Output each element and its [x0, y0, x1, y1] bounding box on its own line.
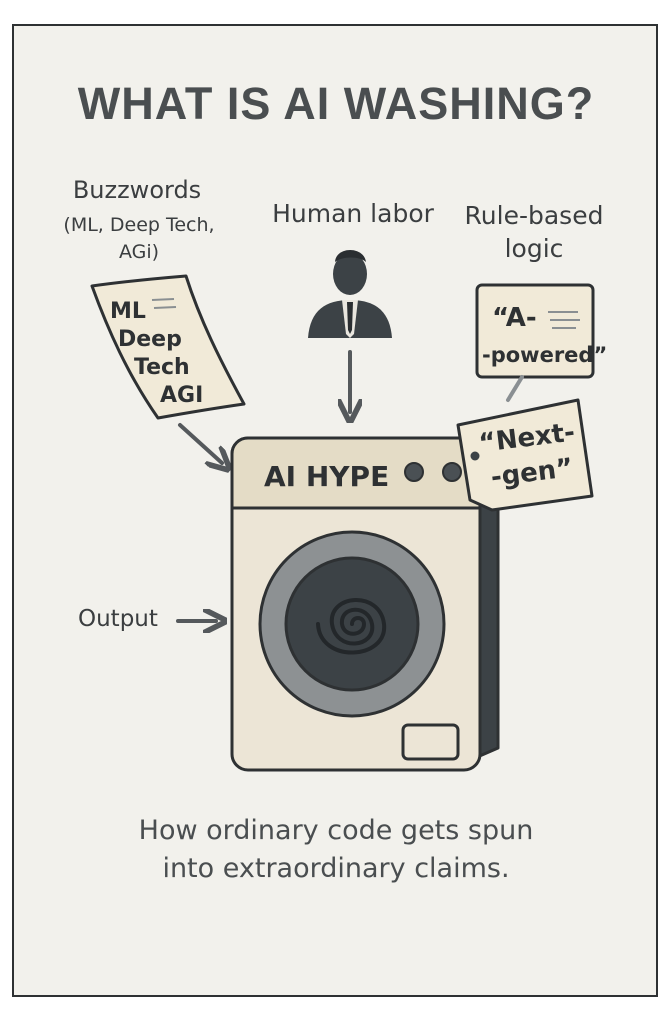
- buzzwords-note-line3: Tech: [134, 355, 190, 380]
- caption-line1: How ordinary code gets spun: [138, 815, 534, 846]
- page-title: WHAT IS AI WASHING?: [77, 78, 595, 129]
- buzzwords-note-line4: AGI: [160, 383, 203, 408]
- caption-line2: into extraordinary claims.: [162, 853, 510, 884]
- rule-based-label-line1: Rule-based: [464, 201, 604, 230]
- machine-panel-label: AI HYPE: [264, 460, 389, 493]
- buzzwords-note-line2: Deep: [118, 327, 182, 352]
- buzzwords-note: ML Deep Tech AGI: [90, 274, 246, 420]
- rule-based-label-line2: logic: [504, 234, 564, 263]
- buzzwords-sublabel-line2: AGi): [118, 241, 160, 263]
- rule-based-note: “A- -powered”: [475, 283, 607, 379]
- buzzwords-arrow: [178, 423, 222, 463]
- caption: How ordinary code gets spun into extraor…: [0, 812, 672, 888]
- buzzwords-label: Buzzwords: [72, 176, 202, 204]
- human-labor-label: Human labor: [272, 199, 434, 228]
- rule-based-note-line1: “A-: [492, 303, 537, 333]
- buzzwords-sublabel-line1: (ML, Deep Tech,: [63, 214, 215, 236]
- buzzwords-note-line1: ML: [110, 299, 146, 324]
- washing-machine-icon: [230, 436, 500, 772]
- output-label: Output: [78, 606, 158, 632]
- next-gen-tag: “Next- -gen”: [456, 398, 594, 512]
- rule-based-note-line2: -powered”: [482, 343, 607, 367]
- person-icon: [308, 250, 392, 338]
- rule-based-label: Rule-based logic: [446, 199, 622, 265]
- rule-based-connector: [506, 375, 524, 402]
- buzzwords-sublabel: (ML, Deep Tech, AGi): [46, 212, 232, 266]
